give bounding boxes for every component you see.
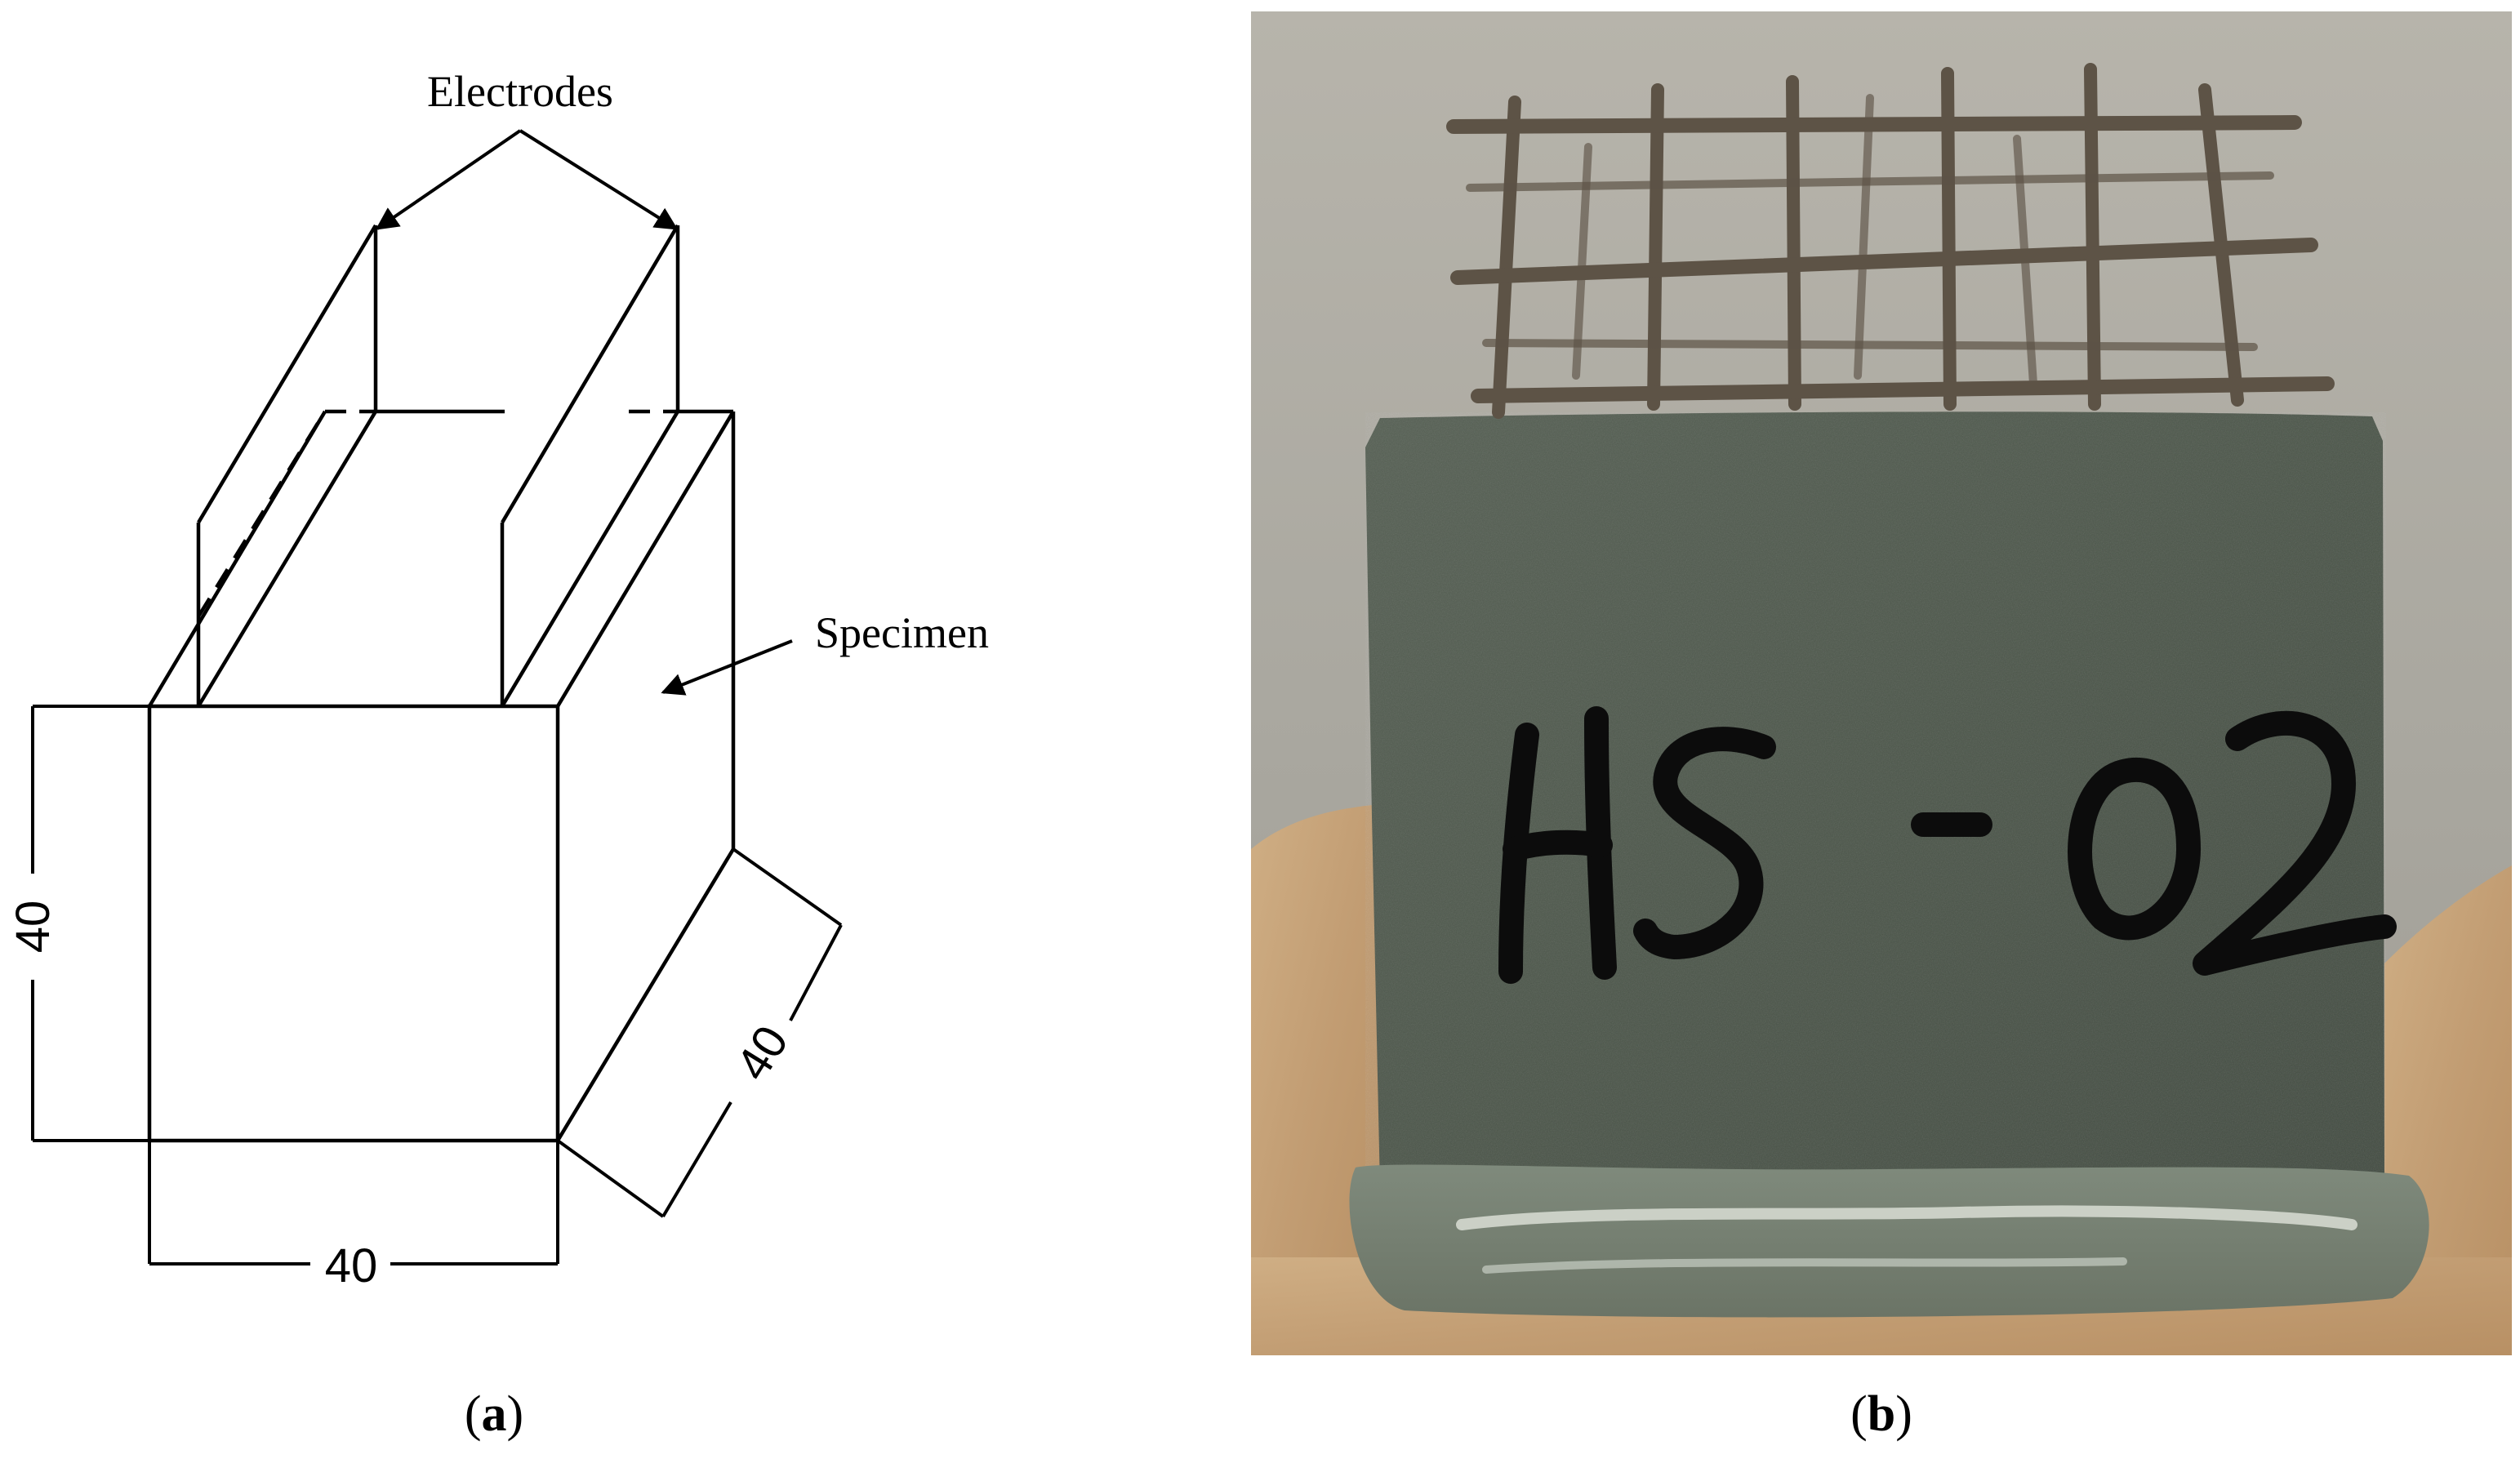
specimen-leader (661, 639, 793, 696)
panel-b-photo (1251, 11, 2512, 1355)
electrode-right (500, 224, 680, 708)
caption-a: (a) (465, 1386, 523, 1442)
dimension-height-value: 40 (7, 901, 60, 954)
panel-a-drawing (31, 129, 843, 1266)
cube-top-right-edge (556, 410, 735, 708)
cube-bottom-right-edge (556, 847, 735, 1142)
specimen-cube (147, 409, 736, 1143)
electrode-left (196, 224, 378, 708)
photo-electrode-mesh (1446, 63, 2335, 419)
caption-b: (b) (1850, 1386, 1912, 1442)
electrodes-label: Electrodes (427, 67, 613, 116)
photo-wooden-base (1251, 804, 1380, 1355)
cube-front-face (147, 704, 560, 1143)
dimension-width (148, 1141, 559, 1266)
electrodes-leader (375, 129, 679, 230)
photo-epoxy-puddle (1349, 1164, 2429, 1318)
specimen-label: Specimen (815, 608, 989, 657)
caption-b-letter: b (1868, 1386, 1895, 1442)
photo-specimen-marking (1498, 706, 2397, 984)
dimension-depth (556, 847, 843, 1218)
dimension-height (31, 705, 558, 1142)
dimension-depth-value: 40 (726, 1016, 799, 1089)
dimension-width-value: 40 (325, 1239, 378, 1292)
caption-a-letter: a (482, 1386, 507, 1442)
